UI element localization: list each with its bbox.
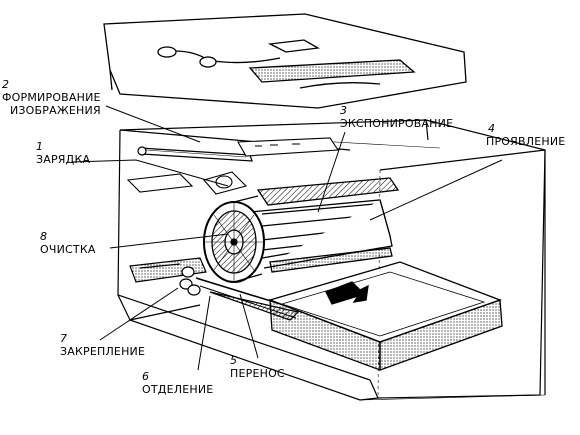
label-6-text: ОТДЕЛЕНИЕ <box>142 383 214 396</box>
optics-assembly <box>126 137 339 195</box>
leader-5 <box>239 293 259 359</box>
photoconductor-drum <box>203 195 265 283</box>
label-8: 8 ОЧИСТКА <box>40 230 96 256</box>
leader-2 <box>105 105 201 143</box>
leader-1 <box>71 159 229 187</box>
label-2-line-a: ФОРМИРОВАНИЕ <box>2 91 101 104</box>
label-5: 5 ПЕРЕНОС <box>230 354 285 380</box>
label-4: 4 ПРОЯВЛЕНИЕ <box>486 122 565 148</box>
label-6-number: 6 <box>142 370 150 383</box>
label-2-number: 2 <box>2 78 10 91</box>
leader-8 <box>109 233 229 249</box>
label-4-text: ПРОЯВЛЕНИЕ <box>486 135 566 148</box>
lid-glass <box>103 13 467 109</box>
label-7: 7 ЗАКРЕПЛЕНИЕ <box>60 332 145 358</box>
label-5-text: ПЕРЕНОС <box>230 367 285 380</box>
label-1-number: 1 <box>36 140 44 153</box>
developer-unit <box>249 177 400 273</box>
label-4-number: 4 <box>488 122 496 135</box>
label-2: 2 ФОРМИРОВАНИЕ ИЗОБРАЖЕНИЯ <box>2 78 101 117</box>
label-5-number: 5 <box>230 354 238 367</box>
leader-lines <box>71 105 503 371</box>
label-8-text: ОЧИСТКА <box>40 243 96 256</box>
label-3-number: 3 <box>340 104 348 117</box>
label-7-text: ЗАКРЕПЛЕНИЕ <box>60 345 146 358</box>
paper-cassette <box>267 261 503 371</box>
label-3: 3 ЭКСПОНИРОВАНИЕ <box>340 104 453 130</box>
leader-6 <box>197 295 211 371</box>
leader-7 <box>99 287 179 341</box>
label-7-number: 7 <box>60 332 68 345</box>
leader-4 <box>369 159 503 221</box>
label-6: 6 ОТДЕЛЕНИЕ <box>142 370 213 396</box>
label-8-number: 8 <box>40 230 48 243</box>
charging-corona <box>137 146 253 162</box>
leader-3 <box>317 131 346 213</box>
label-1: 1 ЗАРЯДКА <box>36 140 90 166</box>
label-1-text: ЗАРЯДКА <box>36 153 91 166</box>
label-3-text: ЭКСПОНИРОВАНИЕ <box>340 117 454 130</box>
label-2-line-b: ИЗОБРАЖЕНИЯ <box>10 104 101 117</box>
